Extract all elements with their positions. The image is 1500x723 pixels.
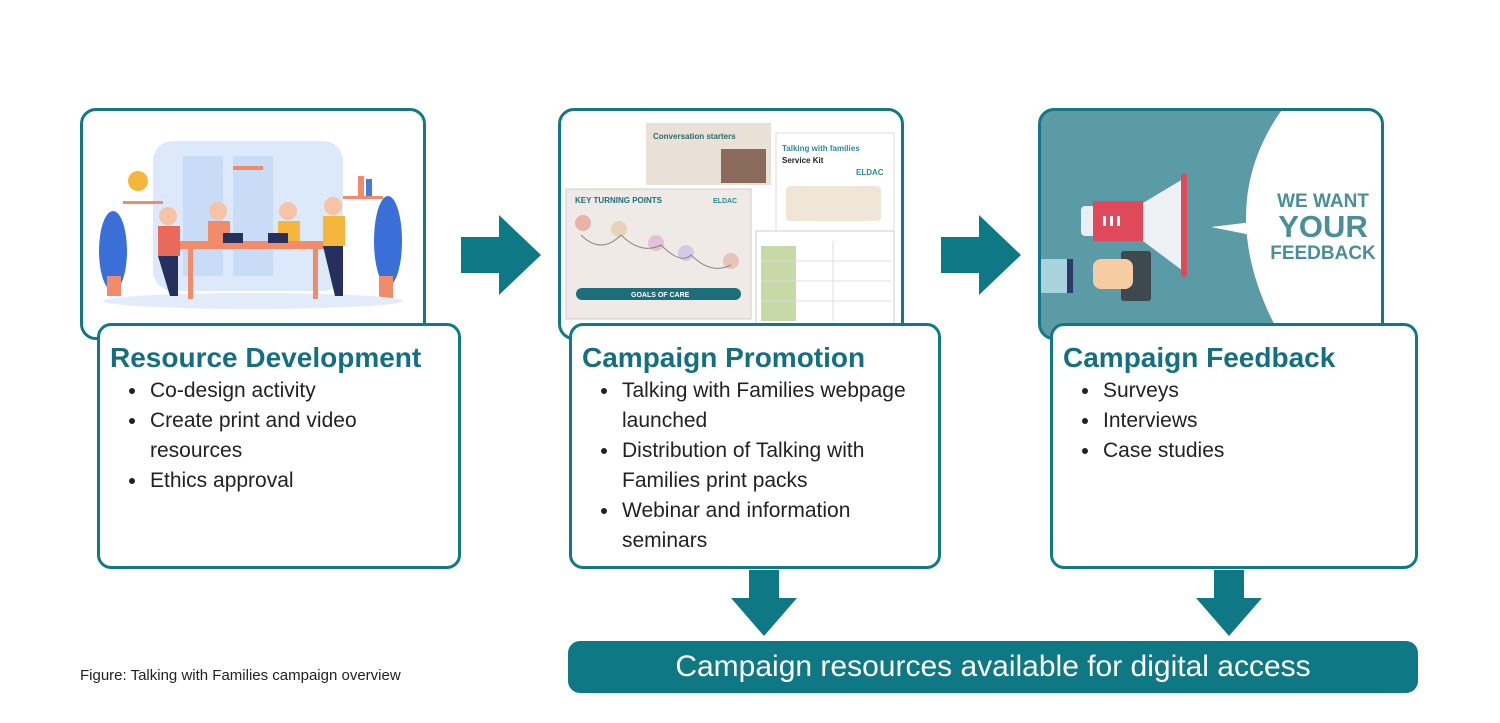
bullet-item: Co-design activity [148, 376, 448, 406]
campaign-feedback-box: Campaign Feedback Surveys Interviews Cas… [1050, 323, 1418, 569]
kit-title: Talking with families [782, 144, 860, 153]
arrow-right-icon [461, 215, 541, 295]
step-title: Campaign Feedback [1063, 342, 1336, 373]
resource-development-box: Resource Development Co-design activity … [97, 323, 461, 569]
outcome-banner: Campaign resources available for digital… [568, 641, 1418, 693]
bullet-item: Webinar and information seminars [620, 496, 928, 556]
goals-label: GOALS OF CARE [631, 292, 690, 299]
figure-caption: Figure: Talking with Families campaign o… [80, 667, 401, 684]
bullet-item: Talking with Families webpage launched [620, 376, 928, 436]
poster-title: KEY TURNING POINTS [575, 196, 663, 205]
kit-subtitle: Service Kit [782, 156, 824, 165]
feedback-line1: WE WANT [1277, 191, 1369, 212]
arrow-right-icon [941, 215, 1021, 295]
feedback-line3: FEEDBACK [1270, 243, 1376, 264]
bullet-item: Interviews [1101, 406, 1405, 436]
step-title: Campaign Promotion [582, 342, 866, 373]
campaign-promotion-box: Campaign Promotion Talking with Families… [569, 323, 941, 569]
kit-logo: ELDAC [856, 168, 884, 177]
resource-development-image [80, 108, 426, 340]
bullet-item: Distribution of Talking with Families pr… [620, 436, 928, 496]
feedback-line2: YOUR [1278, 209, 1368, 244]
arrow-down-icon [731, 570, 797, 636]
poster-logo: ELDAC [713, 198, 737, 205]
campaign-promotion-image: Conversation starters Talking with famil… [558, 108, 904, 340]
arrow-down-icon [1196, 570, 1262, 636]
bullet-item: Surveys [1101, 376, 1405, 406]
bullet-item: Ethics approval [148, 466, 448, 496]
card-title: Conversation starters [653, 132, 736, 141]
step-title: Resource Development [110, 342, 422, 373]
campaign-feedback-image: WE WANT YOUR FEEDBACK [1038, 108, 1384, 340]
bullet-item: Case studies [1101, 436, 1405, 466]
bullet-item: Create print and video resources [148, 406, 448, 466]
